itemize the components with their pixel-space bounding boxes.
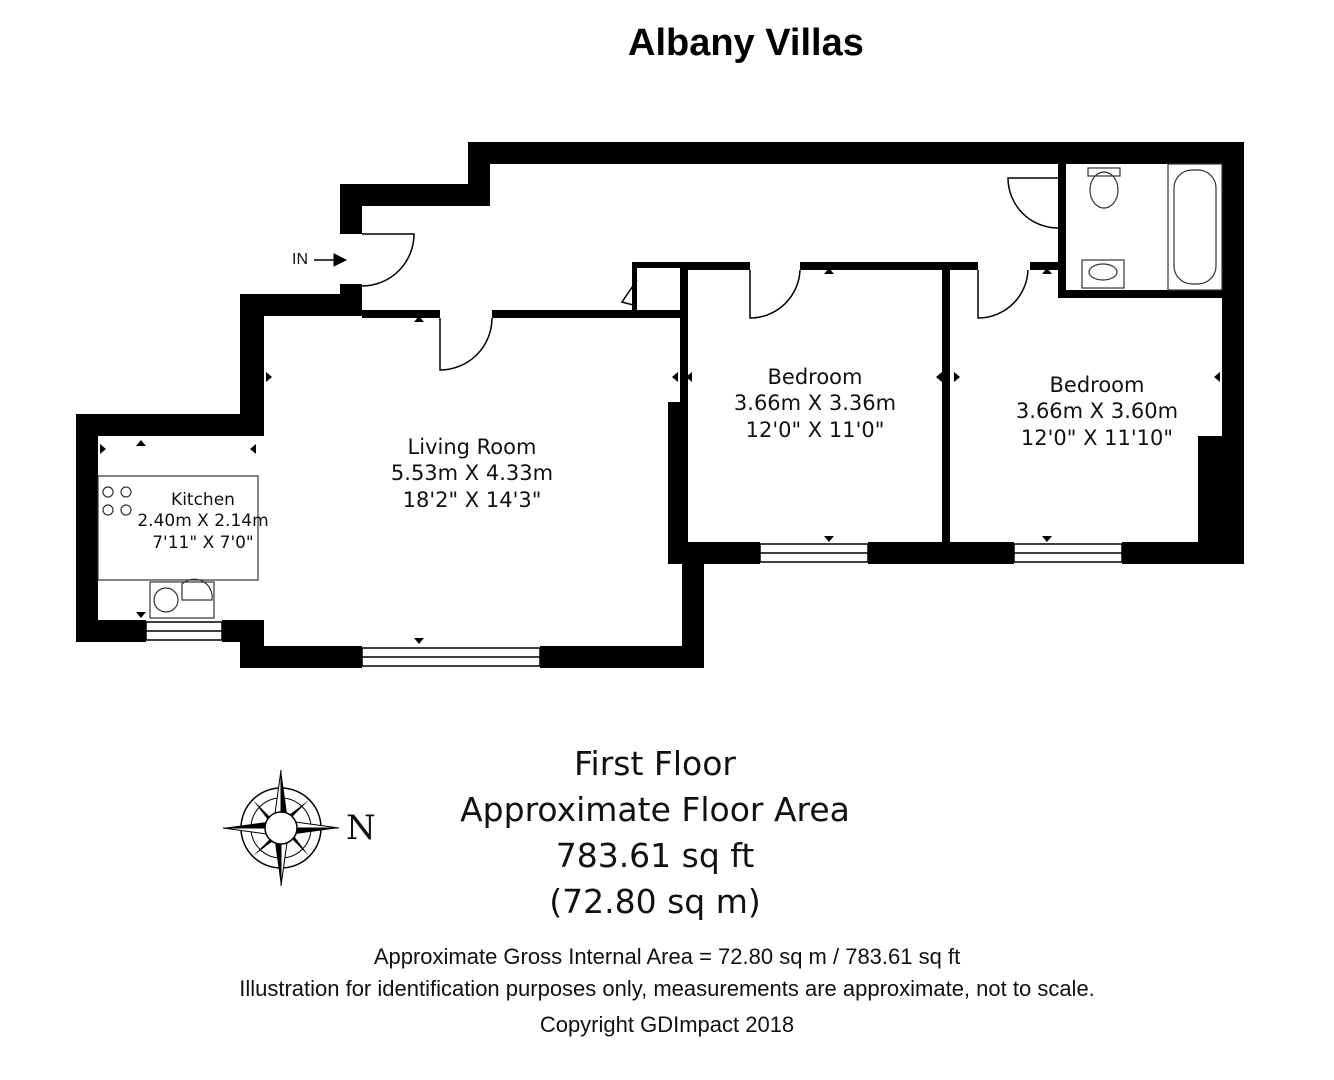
entrance-arrow: [314, 253, 348, 267]
area-label: Approximate Floor Area: [460, 790, 850, 829]
floor-name: First Floor: [573, 744, 737, 783]
internal-walls: [362, 164, 1224, 544]
floor-summary: First Floor Approximate Floor Area 783.6…: [440, 741, 870, 925]
room-imperial: 7'11" X 7'0": [152, 532, 254, 553]
gross-area-note: Approximate Gross Internal Area = 72.80 …: [373, 944, 961, 969]
compass-icon: [222, 769, 340, 887]
dimension-markers: [100, 268, 1220, 644]
walls: [76, 142, 1244, 668]
room-kitchen: Kitchen 2.40m X 2.14m 7'11" X 7'0": [130, 490, 276, 554]
room-imperial: 12'0" X 11'0": [745, 417, 885, 442]
room-name: Living Room: [407, 435, 537, 459]
area-sqft: 783.61 sq ft: [555, 836, 755, 875]
compass-north-label: N: [346, 808, 376, 848]
windows: [145, 543, 1123, 667]
copyright-note: Copyright GDImpact 2018: [539, 1012, 795, 1037]
room-name: Bedroom: [1049, 373, 1145, 397]
room-metric: 5.53m X 4.33m: [390, 461, 554, 486]
disclaimer-note: Illustration for identification purposes…: [239, 976, 1095, 1001]
property-title: Albany Villas: [628, 22, 864, 64]
room-living: Living Room 5.53m X 4.33m 18'2" X 14'3": [372, 434, 572, 513]
room-name: Bedroom: [767, 365, 863, 389]
room-imperial: 18'2" X 14'3": [402, 487, 542, 512]
room-bedroom-2: Bedroom 3.66m X 3.60m 12'0" X 11'10": [996, 372, 1198, 451]
room-bedroom-1: Bedroom 3.66m X 3.36m 12'0" X 11'0": [714, 364, 916, 443]
room-metric: 2.40m X 2.14m: [137, 511, 269, 532]
room-metric: 3.66m X 3.36m: [733, 391, 897, 416]
entrance-label: IN: [292, 251, 308, 268]
doors: [361, 177, 1059, 371]
area-sqm: (72.80 sq m): [549, 882, 761, 921]
kitchen-fittings: [97, 475, 259, 619]
room-metric: 3.66m X 3.60m: [1015, 399, 1179, 424]
room-name: Kitchen: [171, 490, 235, 510]
room-imperial: 12'0" X 11'10": [1020, 425, 1174, 450]
bathroom-fittings: [1081, 163, 1223, 291]
